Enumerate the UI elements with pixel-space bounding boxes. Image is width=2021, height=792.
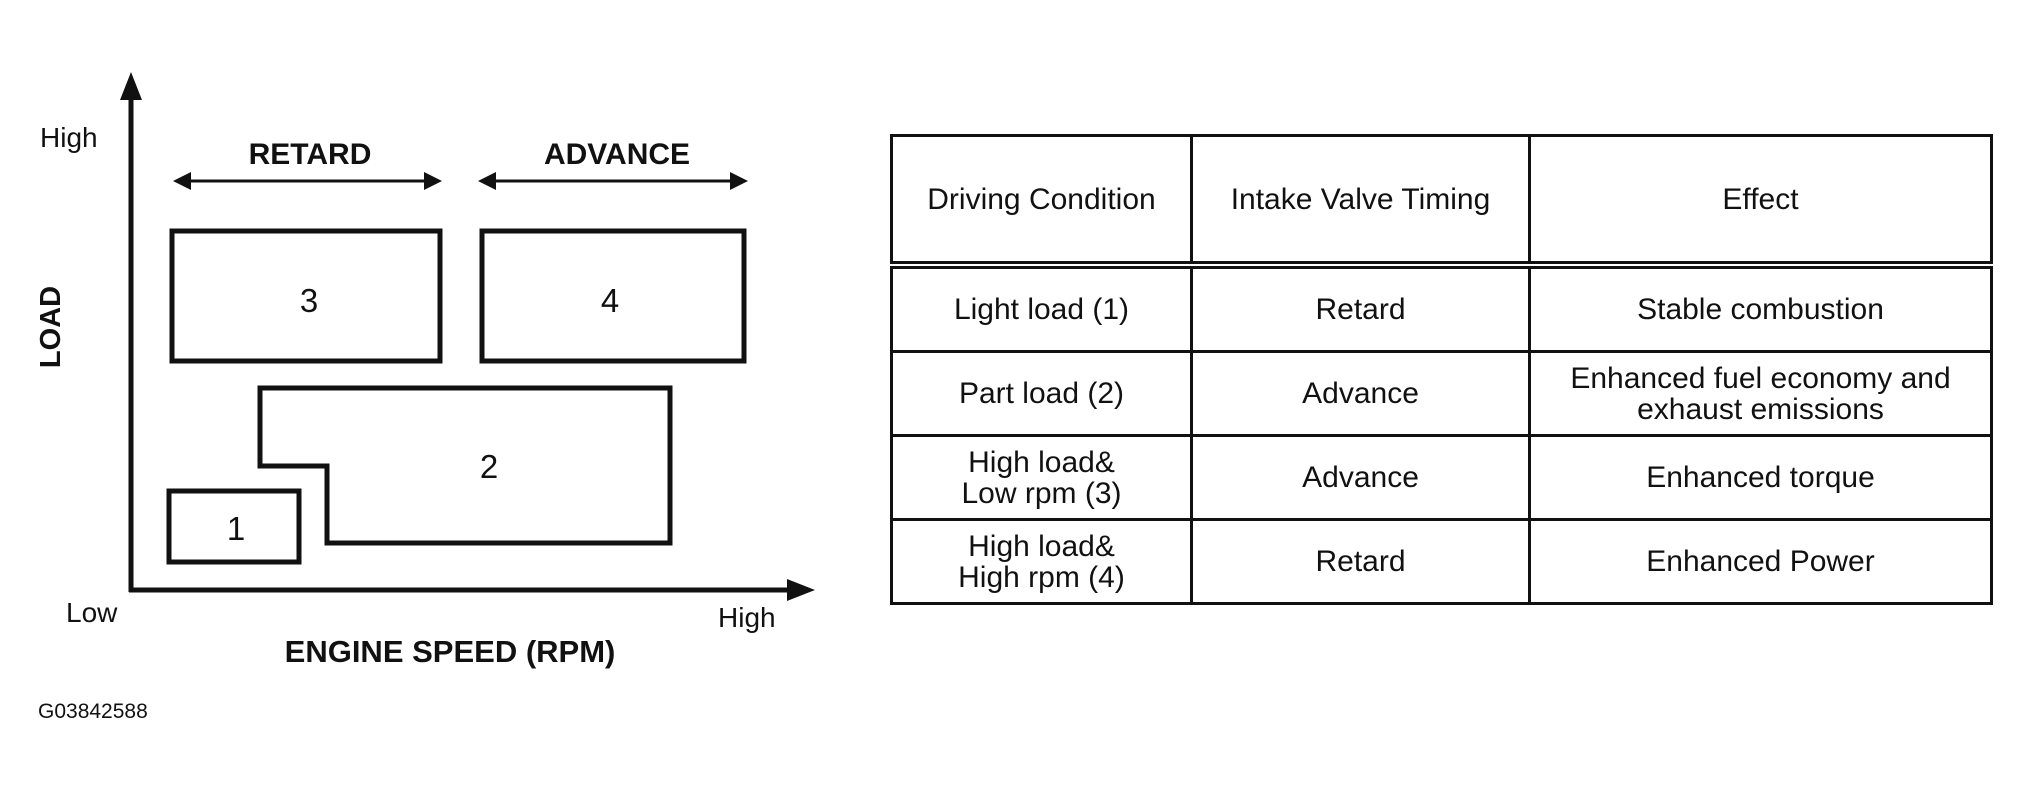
retard-range-arrowhead-left [173,172,191,190]
valve-timing-table: Driving Condition Intake Valve Timing Ef… [890,134,1993,605]
table-row: High load& High rpm (4) Retard Enhanced … [890,518,1993,605]
advance-range-arrowhead-left [478,172,496,190]
table-row: Part load (2) Advance Enhanced fuel econ… [890,350,1993,437]
driving-condition-cell: Light load (1) [890,263,1193,353]
intake-valve-timing-cell: Advance [1190,434,1531,521]
retard-range-arrowhead-right [424,172,442,190]
region-2-label: 2 [480,448,498,485]
driving-condition-cell: High load& Low rpm (3) [890,434,1193,521]
table-row: Light load (1) Retard Stable combustion [890,263,1993,353]
region-2-box [257,385,673,546]
intake-valve-timing-cell: Retard [1190,263,1531,353]
intake-valve-timing-cell: Advance [1190,350,1531,437]
x-axis-high-label: High [718,602,776,633]
region-4-box [479,228,747,364]
driving-condition-cell: High load& High rpm (4) [890,518,1193,605]
table-row: High load& Low rpm (3) Advance Enhanced … [890,434,1993,521]
region-1-label: 1 [227,510,245,547]
y-axis-high-label: High [40,122,98,153]
region-1-box [166,488,302,565]
header-driving-condition: Driving Condition [890,134,1193,269]
region-4-label: 4 [601,282,619,319]
effect-cell: Enhanced torque [1528,434,1993,521]
y-axis-arrowhead [120,72,142,100]
y-axis-title: LOAD [35,286,67,368]
intake-valve-timing-cell: Retard [1190,518,1531,605]
driving-condition-cell: Part load (2) [890,350,1193,437]
advance-range-arrowhead-right [730,172,748,190]
region-3-box [169,228,443,364]
x-axis-arrowhead [787,579,815,601]
header-effect: Effect [1528,134,1993,269]
retard-range-label: RETARD [249,138,372,171]
advance-range-label: ADVANCE [544,138,690,171]
figure-id: G03842588 [38,700,148,723]
effect-cell: Enhanced fuel economy and exhaust emissi… [1528,350,1993,437]
effect-cell: Stable combustion [1528,263,1993,353]
x-axis-title: ENGINE SPEED (RPM) [285,634,616,669]
table-header-row: Driving Condition Intake Valve Timing Ef… [890,134,1993,269]
header-intake-valve-timing: Intake Valve Timing [1190,134,1531,269]
y-axis-low-label: Low [66,597,118,628]
region-3-label: 3 [300,282,318,319]
load-speed-diagram: High Low High LOAD ENGINE SPEED (RPM) RE… [35,72,815,669]
effect-cell: Enhanced Power [1528,518,1993,605]
